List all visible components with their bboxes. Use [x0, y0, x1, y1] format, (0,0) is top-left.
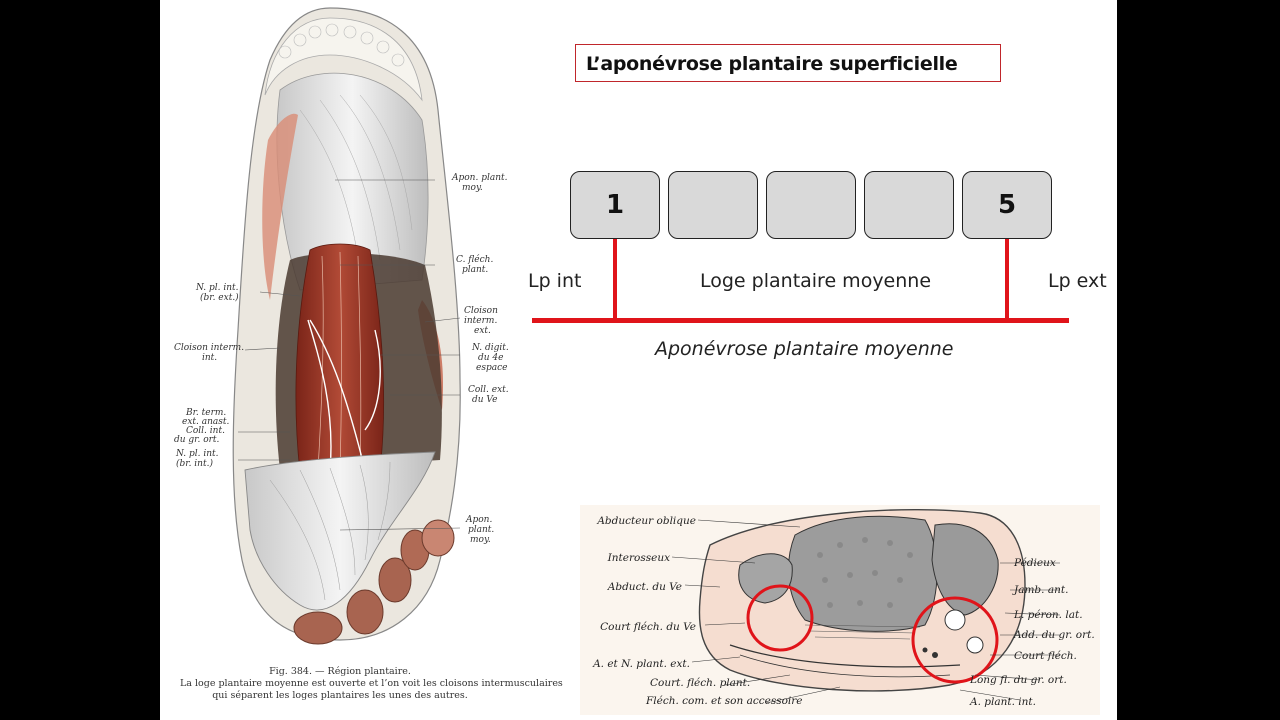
- caption-line-3: qui séparent les loges plantaires les un…: [212, 690, 468, 701]
- label-flech-com: Fléch. com. et son accessoire: [645, 695, 803, 707]
- label-aponevrose-moyenne: Aponévrose plantaire moyenne: [655, 338, 954, 360]
- label-c-flech: C. fléch.plant.: [456, 254, 493, 275]
- septum-left-line: [613, 239, 617, 322]
- box-1: 1: [570, 171, 660, 239]
- label-cloison-int: Cloison interm.int.: [174, 343, 244, 363]
- label-court-flech-ve: Court fléch. du Ve: [600, 621, 696, 633]
- label-apon-bottom: Apon.plant.moy.: [465, 515, 494, 545]
- label-court-flech: Court fléch.: [1014, 650, 1077, 662]
- label-court-flech-plant: Court. fléch. plant.: [650, 677, 750, 689]
- label-npl-int-ext: N. pl. int.(br. ext.): [195, 283, 239, 303]
- label-a-n-plant-ext: A. et N. plant. ext.: [592, 658, 690, 670]
- caption-title: Fig. 384. — Région plantaire.: [269, 666, 411, 677]
- label-npl-int-int: N. pl. int.(br. int.): [175, 449, 219, 469]
- label-long-fl-gr-ort: Long fl. du gr. ort.: [969, 674, 1067, 686]
- label-coll-ext: Coll. ext.du Ve: [468, 385, 509, 405]
- label-lp-ext: Lp ext: [1048, 270, 1107, 292]
- cross-section-labels-left: Abducteur oblique Interosseux Abduct. du…: [530, 508, 698, 708]
- box-2: [668, 171, 758, 239]
- label-jamb-ant: Jamb. ant.: [1012, 584, 1068, 596]
- box-3: [766, 171, 856, 239]
- label-br-term: Br. term.ext. anast.Coll. int.du gr. ort…: [174, 408, 230, 445]
- label-abduct-ve: Abduct. du Ve: [607, 581, 682, 593]
- figure-caption: Fig. 384. — Région plantaire. La loge pl…: [180, 666, 563, 702]
- label-lp-int: Lp int: [528, 270, 582, 292]
- septum-right-line: [1005, 239, 1009, 322]
- slide: L’aponévrose plantaire superficielle 1 5…: [160, 0, 1117, 720]
- label-pedieux: Pédieux: [1013, 557, 1056, 569]
- label-apon-top: Apon. plant.moy.: [451, 173, 508, 193]
- title-box: L’aponévrose plantaire superficielle: [575, 44, 1001, 82]
- label-add-gr-ort: Add. du gr. ort.: [1013, 629, 1095, 641]
- cross-section-labels-right: Pédieux Jamb. ant. L. péron. lat. Add. d…: [960, 548, 1115, 718]
- label-abducteur-oblique: Abducteur oblique: [596, 515, 696, 527]
- box-4: [864, 171, 954, 239]
- caption-line-2: La loge plantaire moyenne est ouverte et…: [180, 678, 563, 689]
- slide-title: L’aponévrose plantaire superficielle: [586, 53, 958, 75]
- label-l-peron-lat: L. péron. lat.: [1013, 609, 1083, 621]
- box-5: 5: [962, 171, 1052, 239]
- foot-illustration: Apon. plant.moy. C. fléch.plant. N. pl. …: [174, 7, 509, 645]
- cross-section-illustration: [580, 505, 1100, 715]
- aponeurosis-line: [532, 318, 1069, 323]
- label-interosseux: Interosseux: [607, 552, 670, 564]
- label-loge-moyenne: Loge plantaire moyenne: [700, 270, 932, 292]
- cross-section-labels-bottom: Court. fléch. plant. Fléch. com. et son …: [630, 672, 880, 720]
- label-a-plant-int: A. plant. int.: [969, 696, 1036, 708]
